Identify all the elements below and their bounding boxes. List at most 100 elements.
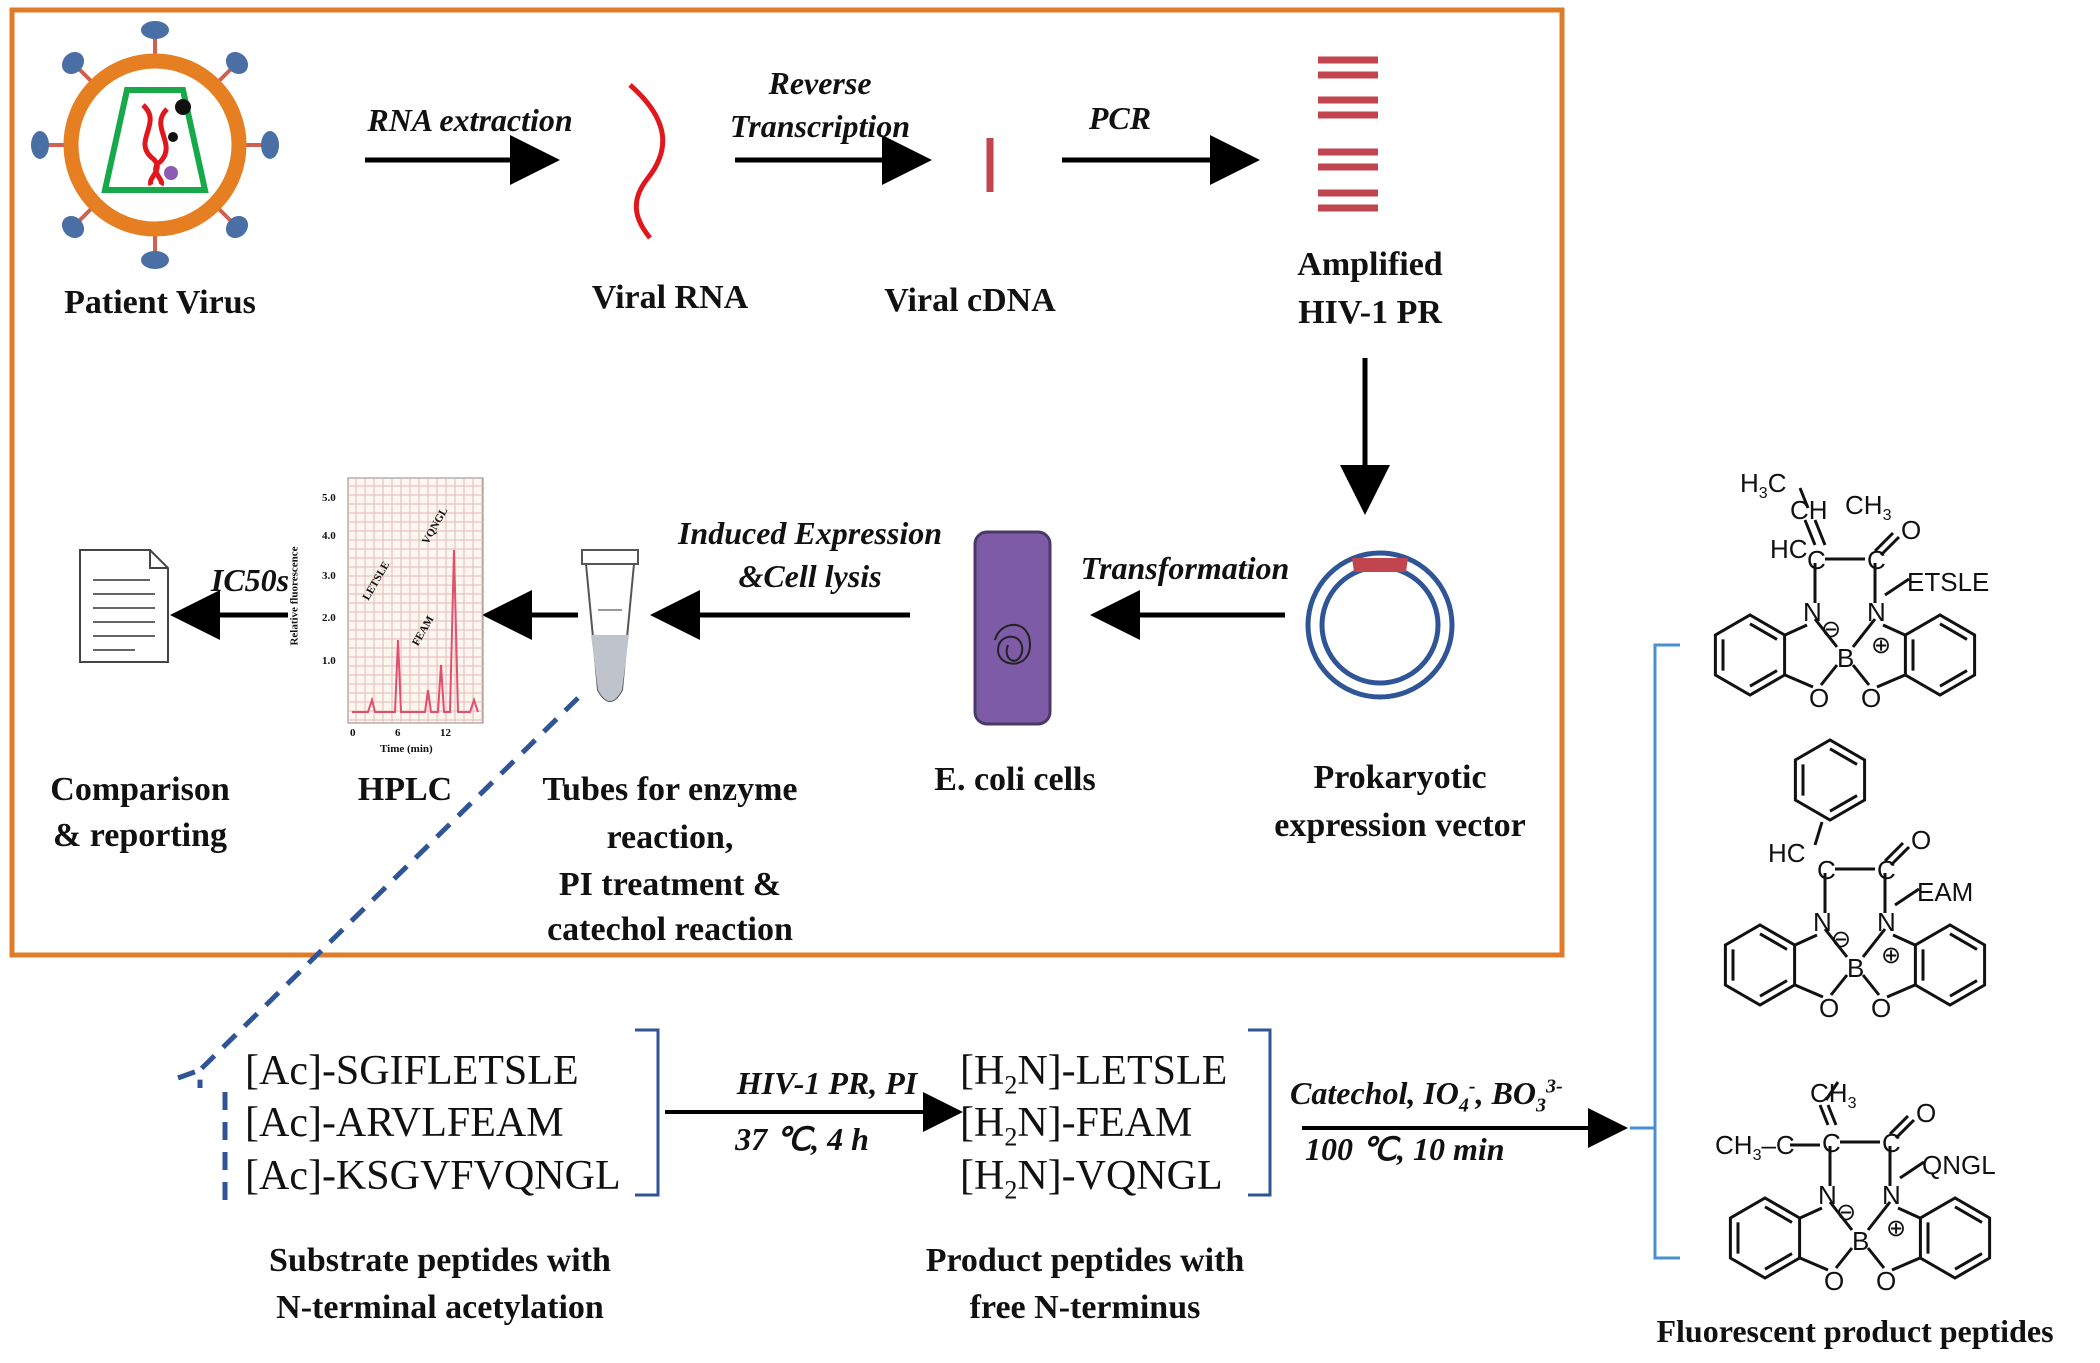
- hplc-chart: [347, 477, 484, 724]
- catechol-time-label: 100 ℃, 10 min: [1305, 1131, 1505, 1167]
- oxygen-atom: O: [1819, 993, 1840, 1023]
- reverse-label-1: Reverse: [768, 65, 872, 101]
- tubes-label-4: catechol reaction: [547, 911, 793, 948]
- ch3-label: CH3: [1845, 490, 1892, 525]
- hc-label: HC: [1770, 534, 1808, 564]
- amplified-label-1: Amplified: [1297, 246, 1443, 283]
- induced-label-1: Induced Expression: [677, 515, 943, 551]
- substrate-caption-2: N-terminal acetylation: [276, 1289, 604, 1326]
- carbon-atom: C: [1882, 1128, 1901, 1158]
- document-icon: [79, 549, 169, 663]
- tube-icon: [581, 549, 639, 702]
- charge-minus: ⊖: [1821, 616, 1842, 643]
- carbon-atom: C: [1877, 855, 1896, 885]
- fluorescent-bracket: [1630, 643, 1680, 1260]
- product-caption-2: free N-terminus: [969, 1289, 1201, 1326]
- hplc-label: HPLC: [357, 771, 453, 808]
- nitrogen-atom: N: [1867, 597, 1886, 627]
- ch3-label: CH3: [1810, 1078, 1857, 1113]
- plasmid-icon: [1305, 550, 1455, 700]
- hplc-ytick: 5.0: [322, 492, 336, 504]
- ecoli-label: E. coli cells: [934, 761, 1096, 798]
- vector-label-1: Prokaryotic: [1313, 759, 1487, 796]
- charge-plus: ⊕: [1871, 632, 1892, 659]
- substrate-caption-1: Substrate peptides with: [269, 1242, 611, 1279]
- peptide-tail: ETSLE: [1907, 567, 1990, 597]
- viral-rna-icon: [628, 83, 666, 240]
- amplified-label-2: HIV-1 PR: [1298, 294, 1442, 331]
- tubes-label-1: Tubes for enzyme: [542, 771, 798, 808]
- hplc-ytick: 2.0: [322, 612, 336, 624]
- nitrogen-atom: N: [1877, 907, 1896, 937]
- hplc-xtick: 12: [440, 727, 451, 739]
- carbon-yl-oxygen: O: [1901, 515, 1922, 545]
- oxygen-atom: O: [1871, 993, 1892, 1023]
- catechol-label: Catechol, IO4-, BO33-: [1290, 1075, 1563, 1117]
- comparison-label-1: Comparison: [50, 771, 230, 808]
- carbon-yl-oxygen: O: [1916, 1098, 1937, 1128]
- ecoli-icon: [973, 530, 1052, 726]
- product-1: [H2N]-LETSLE: [960, 1048, 1228, 1100]
- tubes-label-2: reaction,: [606, 819, 734, 856]
- induced-label-2: &Cell lysis: [738, 558, 882, 594]
- charge-plus: ⊕: [1886, 1215, 1907, 1242]
- charge-minus: ⊖: [1836, 1199, 1857, 1226]
- substrate-3: [Ac]-KSGVFVQNGL: [245, 1153, 621, 1199]
- viral-rna-label: Viral RNA: [591, 279, 749, 316]
- boron-atom: B: [1837, 643, 1855, 673]
- tubes-label-3: PI treatment &: [558, 866, 782, 903]
- ic50-label: IC50s: [210, 562, 290, 598]
- ch-label: CH: [1790, 495, 1828, 525]
- nitrogen-atom: N: [1882, 1180, 1901, 1210]
- fluorescent-caption: Fluorescent product peptides: [1656, 1313, 2054, 1349]
- hplc-ytick: 3.0: [322, 570, 336, 582]
- reverse-label-2: Transcription: [729, 108, 911, 144]
- patient-virus-label: Patient Virus: [64, 284, 256, 321]
- carbon-atom: C: [1822, 1128, 1841, 1158]
- peptide-tail: EAM: [1917, 877, 1974, 907]
- carbon-atom: C: [1867, 545, 1886, 575]
- oxygen-atom: O: [1824, 1266, 1845, 1296]
- hc-label: HC: [1768, 838, 1806, 868]
- carbon-atom: C: [1817, 855, 1836, 885]
- hplc-xtick: 6: [395, 727, 401, 739]
- oxygen-atom: O: [1861, 683, 1882, 713]
- oxygen-atom: O: [1809, 683, 1830, 713]
- pcr-label: PCR: [1088, 100, 1152, 136]
- substrate-2: [Ac]-ARVLFEAM: [245, 1100, 564, 1146]
- boron-atom: B: [1847, 953, 1865, 983]
- substrate-1: [Ac]-SGIFLETSLE: [245, 1048, 579, 1094]
- charge-minus: ⊖: [1831, 926, 1852, 953]
- dashed-callout: [177, 696, 580, 1200]
- peptide-tail: QNGL: [1922, 1150, 1996, 1180]
- hplc-xlabel: Time (min): [380, 743, 433, 755]
- nitrogen-atom: N: [1818, 1180, 1837, 1210]
- hplc-trace: [352, 549, 479, 713]
- product-caption-1: Product peptides with: [925, 1242, 1245, 1279]
- transformation-label: Transformation: [1080, 550, 1290, 586]
- rna-extraction-label: RNA extraction: [367, 102, 573, 138]
- hplc-ytick: 4.0: [322, 530, 336, 542]
- vector-label-2: expression vector: [1274, 807, 1526, 844]
- hplc-ytick: 1.0: [322, 655, 336, 667]
- nitrogen-atom: N: [1803, 597, 1822, 627]
- hplc-xtick: 0: [350, 727, 356, 739]
- amplified-bands-icon: [1318, 56, 1378, 212]
- charge-plus: ⊕: [1881, 942, 1902, 969]
- hplc-ylabel: Relative fluorescence: [288, 546, 301, 646]
- carbon-yl-oxygen: O: [1911, 825, 1932, 855]
- h3c-label: H3C: [1740, 468, 1787, 503]
- oxygen-atom: O: [1876, 1266, 1897, 1296]
- carbon-atom: C: [1807, 545, 1826, 575]
- product-bracket: [1248, 1028, 1272, 1197]
- nitrogen-atom: N: [1813, 907, 1832, 937]
- ch3-label: CH3–C: [1715, 1130, 1795, 1165]
- boron-atom: B: [1852, 1226, 1870, 1256]
- substrate-bracket: [635, 1028, 660, 1197]
- product-3: [H2N]-VQNGL: [960, 1153, 1223, 1205]
- process-frame: [9, 7, 1565, 958]
- virus-icon: [31, 21, 279, 269]
- product-2: [H2N]-FEAM: [960, 1100, 1193, 1152]
